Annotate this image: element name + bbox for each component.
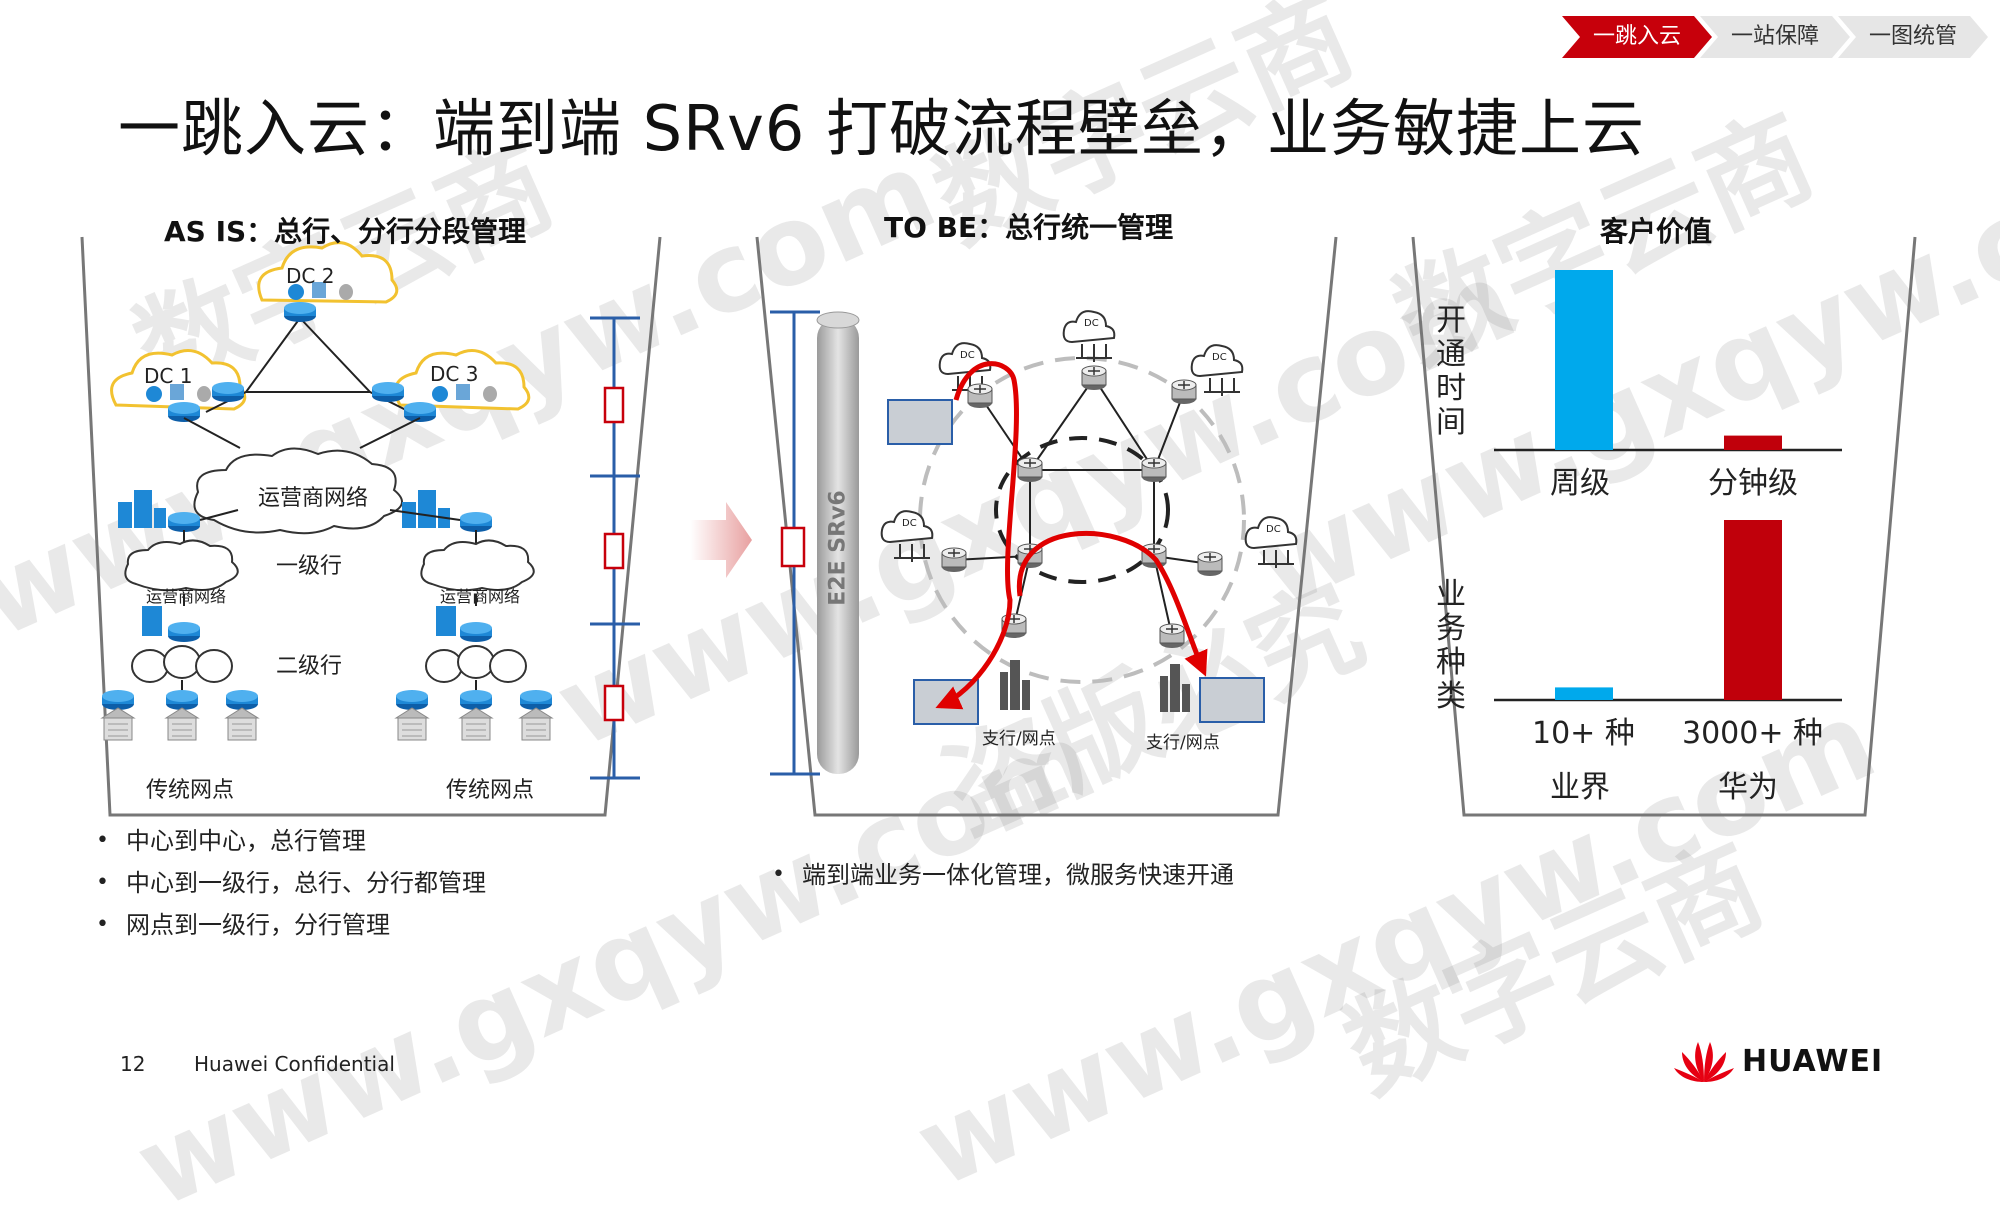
list-item: 中心到中心，总行管理 bbox=[96, 820, 486, 862]
bar-2-1 bbox=[1555, 687, 1613, 700]
dc-label: DC bbox=[1212, 352, 1227, 363]
page-number: 12 bbox=[120, 1052, 146, 1076]
list-item: 网点到一级行，分行管理 bbox=[96, 904, 486, 946]
chart-service-bars bbox=[1555, 520, 1782, 700]
list-item: 中心到一级行，总行、分行都管理 bbox=[96, 862, 486, 904]
page-title: 一跳入云：端到端 SRv6 打破流程壁垒，业务敏捷上云 bbox=[118, 92, 1645, 165]
confidential-label: Huawei Confidential bbox=[194, 1052, 395, 1076]
e2e-srv6-pipe-label: E2E SRv6 bbox=[825, 490, 851, 606]
dc-label: DC bbox=[902, 518, 917, 529]
branch-left-label: 传统网点 bbox=[146, 778, 235, 803]
carrier-network-label: 运营商网络 bbox=[258, 486, 369, 511]
axis-label-time: 开通时间 bbox=[1436, 303, 1466, 440]
as-is-title: AS IS：总行、分行分段管理 bbox=[164, 215, 527, 248]
carrier-network-right-label: 运营商网络 bbox=[440, 587, 521, 606]
as-is-bullets: 中心到中心，总行管理 中心到一级行，总行、分行都管理 网点到一级行，分行管理 bbox=[96, 820, 486, 946]
huawei-logo: HUAWEI bbox=[1672, 1034, 1942, 1090]
nav-tab-one-map-management[interactable]: 一图统管 bbox=[1838, 16, 1988, 58]
dc-label: DC bbox=[1266, 524, 1281, 535]
branch-label: 支行/网点 bbox=[982, 729, 1056, 749]
value-title: 客户价值 bbox=[1600, 215, 1713, 248]
list-item: 端到端业务一体化管理，微服务快速开通 bbox=[772, 854, 1234, 896]
huawei-wordmark: HUAWEI bbox=[1742, 1044, 1884, 1079]
bar-1-2 bbox=[1724, 435, 1782, 450]
category-weeks: 周级 bbox=[1550, 466, 1610, 501]
nav-tab-one-hop-cloud[interactable]: 一跳入云 bbox=[1562, 16, 1712, 58]
level1-label: 一级行 bbox=[276, 554, 343, 579]
group-huawei: 华为 bbox=[1718, 770, 1778, 805]
nav-tab-one-stop-assurance[interactable]: 一站保障 bbox=[1700, 16, 1850, 58]
huawei-flower-icon bbox=[1674, 1042, 1734, 1082]
to-be-title: TO BE：总行统一管理 bbox=[884, 211, 1174, 244]
data-label-10-plus: 10+ 种 bbox=[1532, 716, 1635, 751]
data-label-3000-plus: 3000+ 种 bbox=[1682, 716, 1824, 751]
axis-label-services: 业务种类 bbox=[1436, 577, 1466, 714]
category-minutes: 分钟级 bbox=[1708, 466, 1798, 501]
dc-label: DC bbox=[1084, 318, 1099, 329]
to-be-bullets: 端到端业务一体化管理，微服务快速开通 bbox=[772, 854, 1234, 896]
level2-label: 二级行 bbox=[276, 654, 343, 679]
group-industry: 业界 bbox=[1550, 770, 1610, 805]
branch-label: 支行/网点 bbox=[1146, 733, 1220, 753]
dc2-label: DC 2 bbox=[286, 264, 335, 288]
dc1-label: DC 1 bbox=[144, 364, 193, 388]
bar-1-1 bbox=[1555, 270, 1613, 450]
diagram-canvas bbox=[80, 236, 1917, 817]
chart-time-bars bbox=[1555, 270, 1782, 450]
dc-label: DC bbox=[960, 350, 975, 361]
bar-2-2 bbox=[1724, 520, 1782, 700]
branch-right-label: 传统网点 bbox=[446, 778, 535, 803]
dc3-label: DC 3 bbox=[430, 362, 479, 386]
carrier-network-left-label: 运营商网络 bbox=[146, 587, 227, 606]
